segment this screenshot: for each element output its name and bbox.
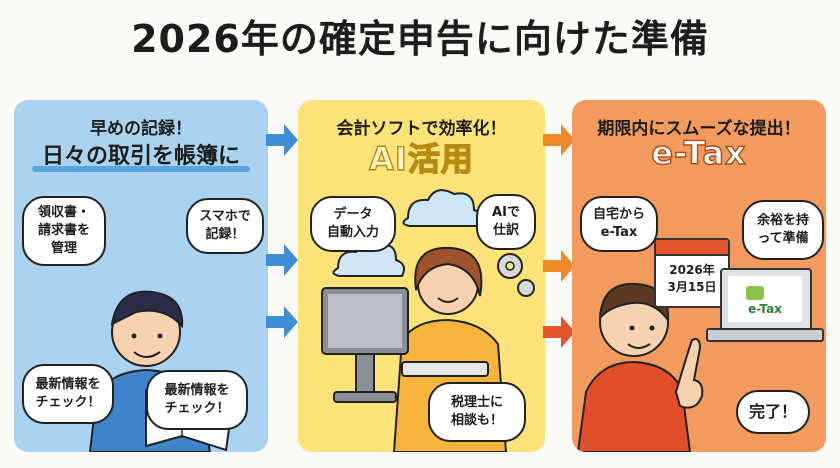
arrows-orange bbox=[543, 124, 575, 348]
calendar-icon: 2026年 3月15日 bbox=[654, 238, 730, 308]
panel-etax-heading: 期限内にスムーズな提出！ bbox=[597, 119, 801, 139]
arrow-right-icon bbox=[266, 244, 298, 276]
heading-underline bbox=[32, 166, 250, 172]
panel-software-heading: 会計ソフトで効率化！ bbox=[336, 119, 507, 139]
panel-record-heading: 早めの記録！ bbox=[90, 119, 192, 139]
bubble-receipts: 領収書・ 請求書を 管理 bbox=[22, 196, 106, 266]
bubble-auto-input: データ 自動入力 bbox=[310, 196, 396, 252]
bubble-phone-record: スマホで 記録！ bbox=[186, 198, 264, 254]
laptop-base bbox=[706, 328, 824, 342]
arrow-right-icon bbox=[266, 124, 298, 156]
panel-record-subheading: 日々の取引を帳簿に bbox=[41, 144, 240, 169]
arrows-blue bbox=[266, 124, 298, 338]
arrow-right-icon bbox=[543, 250, 575, 282]
gear-icon bbox=[517, 279, 535, 297]
calendar-date: 2026年 3月15日 bbox=[667, 263, 717, 294]
panel-record: 早めの記録！ 日々の取引を帳簿に 領収書・ 請求書を 管理 スマホで 記録！ 最… bbox=[14, 100, 268, 452]
arrow-right-icon bbox=[543, 124, 575, 156]
bubble-tax-accountant: 税理士に 相談も！ bbox=[428, 382, 526, 442]
bubble-prepare-early: 余裕を持 って準備 bbox=[742, 200, 824, 260]
bubble-ai-bookkeeping: AIで 仕訳 bbox=[476, 194, 536, 250]
laptop-icon: e-Tax bbox=[720, 268, 812, 332]
cloud-icon bbox=[402, 189, 485, 227]
bubble-from-home: 自宅から e-Tax bbox=[580, 196, 658, 252]
panel-software: 会計ソフトで効率化！ AI活用 データ 自動入力 AIで 仕訳 税理士に 相談も… bbox=[298, 100, 545, 452]
laptop-screen-text: e-Tax bbox=[748, 302, 782, 316]
page-title: 2026年の確定申告に向けた準備 bbox=[131, 17, 709, 61]
man-pointing-illustration bbox=[576, 282, 704, 452]
bubble-check-info-right: 最新情報を チェック！ bbox=[146, 370, 248, 430]
bubble-check-info-left: 最新情報を チェック！ bbox=[22, 364, 114, 424]
bubble-done: 完了！ bbox=[736, 390, 810, 434]
arrow-right-icon bbox=[266, 306, 298, 338]
etax-logo-icon bbox=[746, 286, 764, 300]
panel-etax-title: e-Tax bbox=[651, 133, 747, 172]
panel-software-ai: AI活用 bbox=[368, 139, 474, 178]
arrow-right-icon bbox=[543, 316, 575, 348]
